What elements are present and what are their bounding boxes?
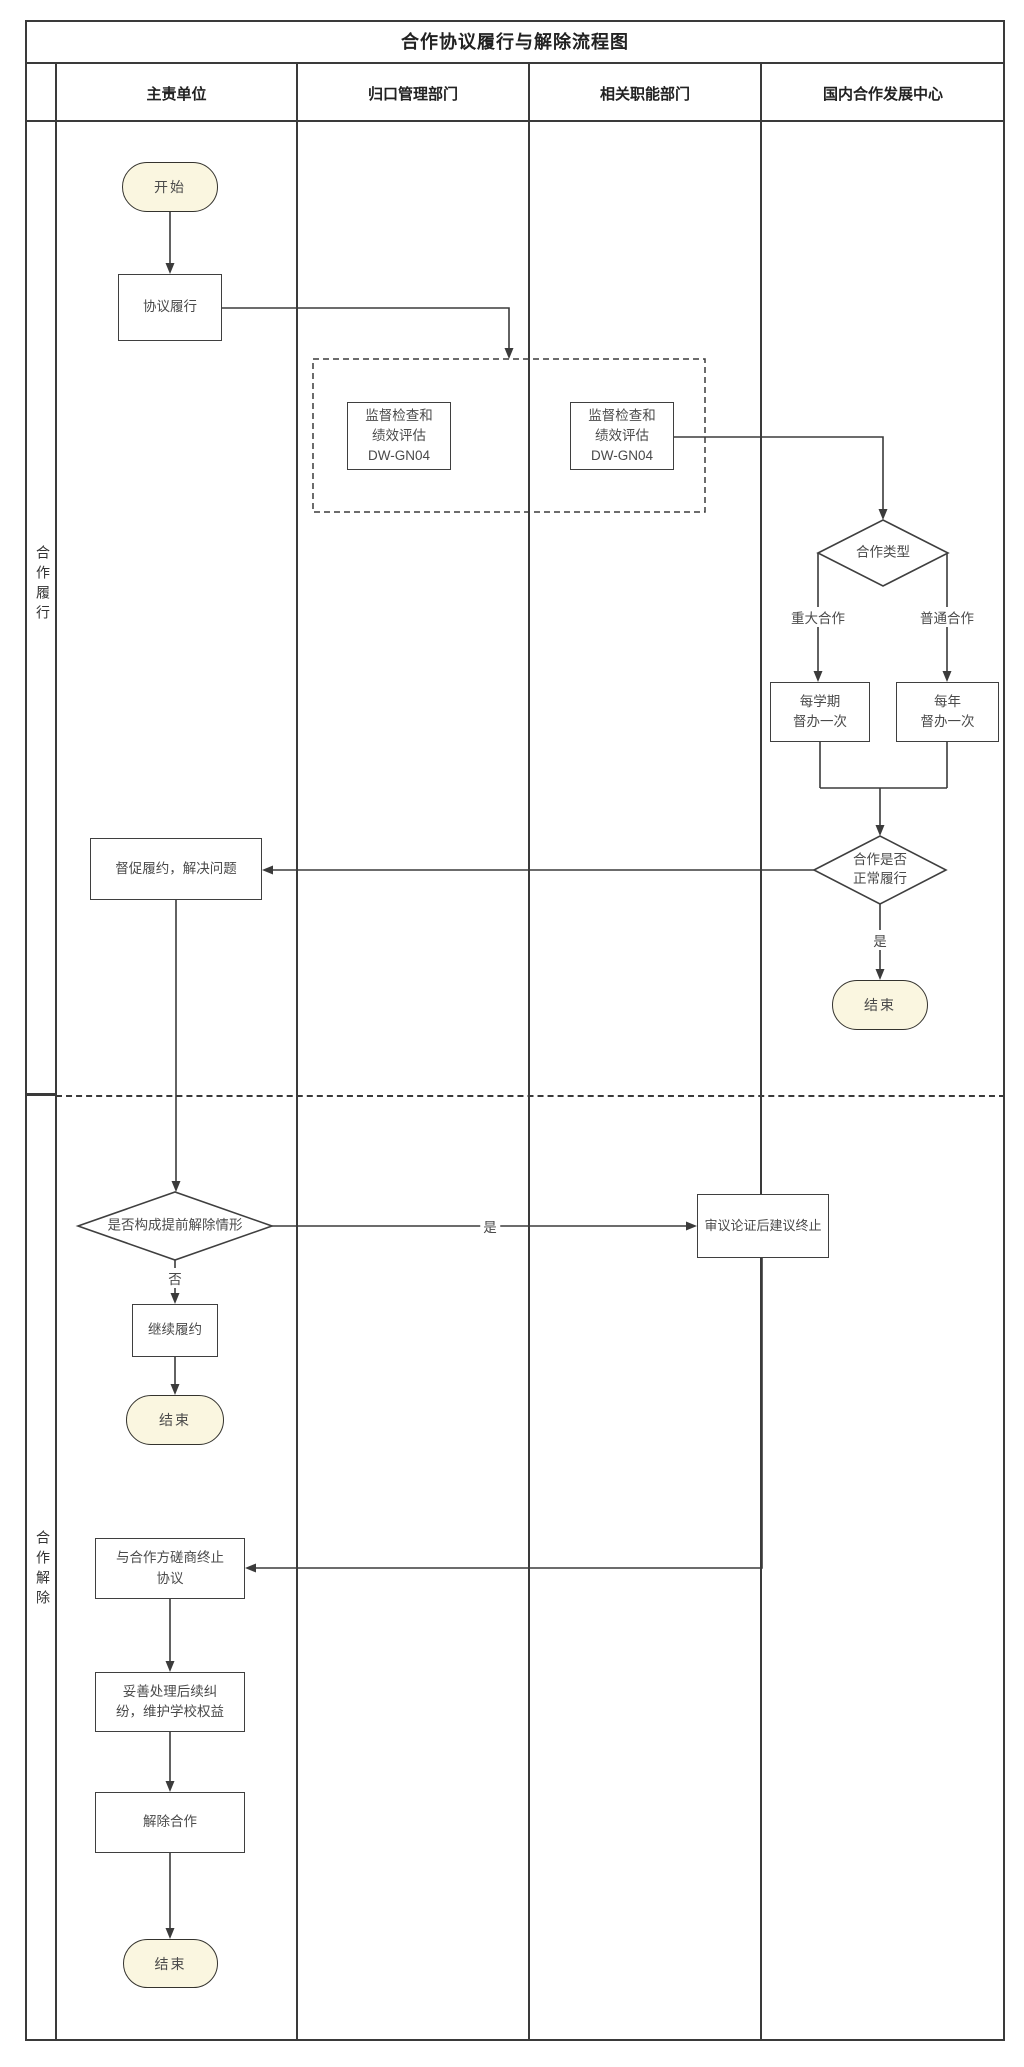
edge-review-to-negotiate: [256, 1258, 763, 1569]
urge-performance-node: 督促履约，解决问题: [90, 838, 262, 900]
start-node: 开始: [122, 162, 218, 212]
edge-label-ordinary: 普通合作: [917, 607, 977, 627]
settle-disputes-node: 妥善处理后续纠 纷，维护学校权益: [95, 1672, 245, 1732]
yearly-line2: 督办一次: [920, 714, 975, 729]
end-node-continue: 结束: [126, 1395, 224, 1445]
negotiate-termination-node: 与合作方磋商终止 协议: [95, 1538, 245, 1599]
phase-label-termination: 合作解除: [34, 1530, 49, 1610]
phase-column-border: [55, 64, 57, 2041]
settle-line2: 纷，维护学校权益: [116, 1704, 224, 1719]
arrowheads: [165, 263, 952, 1939]
normal-check-decision-shape: [812, 835, 948, 905]
supervise2-line3: DW-GN04: [590, 448, 653, 464]
end-node-terminate: 结束: [123, 1939, 218, 1988]
negotiate-line2: 协议: [156, 1570, 184, 1586]
supervise2-line2: 绩效评估: [595, 427, 649, 443]
supervise2-line1: 监督检查和: [588, 407, 656, 423]
start-node-label: 开始: [154, 179, 186, 195]
edge-perform-to-supervise-group: [222, 307, 510, 348]
chart-outer-border: [25, 20, 1005, 2041]
lane-border-2: [528, 64, 530, 2041]
supervise1-line2: 绩效评估: [372, 427, 426, 443]
review-label: 审议论证后建议终止: [704, 1218, 822, 1234]
lane-border-1: [296, 64, 298, 2041]
supervise-node-management-dept: 监督检查和 绩效评估 DW-GN04: [347, 402, 451, 470]
edge-label-yes-early: 是: [480, 1216, 500, 1236]
semester-supervision-node: 每学期 督办一次: [770, 682, 870, 742]
terminate-cooperation-label: 解除合作: [143, 1814, 197, 1830]
phase-divider-solid: [25, 1093, 56, 1096]
lane-header-coop-center: 国内合作发展中心: [822, 86, 943, 103]
negotiate-line1: 与合作方磋商终止: [116, 1550, 224, 1566]
end-continue-label: 结束: [159, 1412, 191, 1428]
supervise1-line1: 监督检查和: [365, 407, 433, 423]
end-node-normal: 结束: [832, 980, 928, 1030]
normal-check-line1: 合作是否: [853, 852, 907, 868]
edge-supervise-to-coop-type: [674, 436, 884, 509]
edge-label-major: 重大合作: [788, 607, 848, 627]
supervise-node-functional-dept: 监督检查和 绩效评估 DW-GN04: [570, 402, 674, 470]
edge-merge-to-normal-check: [819, 742, 948, 825]
coop-type-decision-shape: [816, 519, 950, 587]
settle-line1: 妥善处理后续纠: [122, 1683, 218, 1699]
supervise-group-outline: [312, 358, 706, 513]
end-normal-label: 结束: [864, 997, 896, 1013]
early-check-decision-label: 是否构成提前解除情形: [107, 1217, 243, 1233]
normal-check-decision-label: 合作是否 正常履行: [853, 851, 907, 889]
lane-border-3: [760, 64, 762, 2041]
continue-performance-node: 继续履约: [132, 1304, 218, 1357]
lane-header-main-unit: 主责单位: [146, 86, 207, 103]
continue-performance-label: 继续履约: [148, 1322, 202, 1338]
lane-header-functional-dept: 相关职能部门: [599, 86, 690, 103]
perform-agreement-node: 协议履行: [118, 274, 222, 341]
urge-performance-label: 督促履约，解决问题: [115, 860, 237, 876]
phase-label-performance: 合作履行: [34, 545, 49, 625]
early-check-decision-shape: [75, 1191, 275, 1261]
review-suggest-termination-node: 审议论证后建议终止: [697, 1194, 829, 1258]
page-title: 合作协议履行与解除流程图: [401, 32, 629, 52]
lane-header-row: 主责单位 归口管理部门 相关职能部门 国内合作发展中心: [25, 64, 1005, 122]
normal-check-line2: 正常履行: [853, 871, 907, 886]
perform-agreement-label: 协议履行: [143, 299, 197, 315]
semester-line1: 每学期: [799, 693, 841, 709]
phase-divider-dashed: [56, 1095, 1005, 1097]
lane-header-management-dept: 归口管理部门: [367, 86, 458, 103]
yearly-supervision-node: 每年 督办一次: [896, 682, 999, 742]
supervise1-line3: DW-GN04: [367, 448, 430, 464]
chart-title-bar: 合作协议履行与解除流程图: [25, 20, 1005, 64]
semester-line2: 督办一次: [793, 714, 847, 729]
edge-label-no-early: 否: [165, 1268, 185, 1288]
terminate-cooperation-node: 解除合作: [95, 1792, 245, 1853]
edge-label-yes-normal: 是: [870, 930, 890, 950]
end-terminate-label: 结束: [154, 1955, 187, 1972]
coop-type-decision-label: 合作类型: [856, 544, 910, 560]
yearly-line1: 每年: [934, 693, 961, 709]
